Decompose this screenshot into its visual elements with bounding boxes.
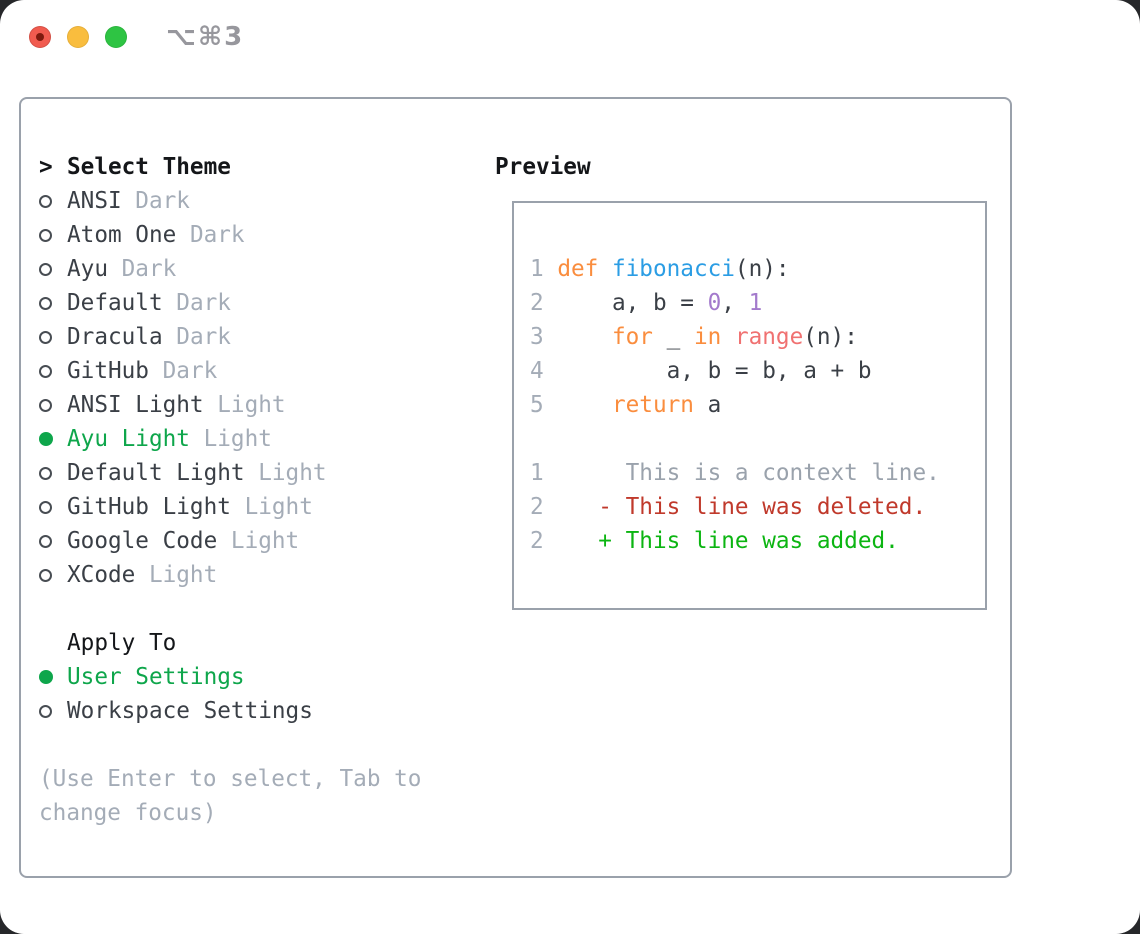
theme-option-label: Atom One (67, 222, 177, 248)
line-number: 5 (530, 392, 558, 418)
radio-icon (39, 262, 67, 276)
line-number: 1 (530, 460, 558, 486)
radio-icon (39, 704, 67, 718)
theme-option[interactable]: Google Code Light (39, 524, 421, 558)
theme-variant-label: Dark (162, 324, 231, 350)
theme-option[interactable]: Ayu Dark (39, 252, 421, 286)
cursor-prompt-icon: > (39, 154, 53, 180)
theme-option[interactable]: Ayu Light Light (39, 422, 421, 456)
hint-line: change focus) (39, 800, 217, 826)
theme-option-label: Ayu (67, 256, 108, 282)
theme-option[interactable]: Default Dark (39, 286, 421, 320)
preview-line: 2 a, b = 0, 1 (530, 290, 763, 316)
theme-variant-label: Light (230, 494, 313, 520)
theme-option-label: Default (67, 290, 163, 316)
theme-option[interactable]: XCode Light (39, 558, 421, 592)
apply-option-label: Workspace Settings (67, 698, 313, 724)
theme-option-label: ANSI Light (67, 392, 204, 418)
preview-box: 1 def fibonacci(n): 2 a, b = 0, 1 3 for _ … (512, 201, 987, 610)
theme-option[interactable]: ANSI Light Light (39, 388, 421, 422)
theme-variant-label: Light (135, 562, 218, 588)
line-number (530, 426, 544, 452)
radio-icon (39, 466, 67, 480)
line-number: 4 (530, 358, 558, 384)
radio-icon (39, 364, 67, 378)
radio-icon (39, 534, 67, 548)
preview-line: 1 This is a context line. (530, 460, 940, 486)
preview-line: 4 a, b = b, a + b (530, 358, 872, 384)
radio-icon (39, 228, 67, 242)
theme-variant-label: Dark (162, 290, 231, 316)
hint-line: (Use Enter to select, Tab to (39, 766, 422, 792)
theme-option-label: GitHub Light (67, 494, 231, 520)
radio-icon (39, 330, 67, 344)
theme-variant-label: Dark (176, 222, 245, 248)
apply-to-label: Apply To (67, 630, 177, 656)
theme-option-label: ANSI (67, 188, 122, 214)
minimize-window-icon[interactable] (67, 26, 89, 48)
window-controls (29, 26, 127, 48)
theme-option-label: Ayu Light (67, 426, 190, 452)
preview-line: 2 - This line was deleted. (530, 494, 927, 520)
preview-line: 5 return a (530, 392, 722, 418)
preview-line (530, 422, 975, 456)
apply-to-heading: Apply To (39, 626, 421, 660)
line-number: 3 (530, 324, 558, 350)
theme-option-label: Dracula (67, 324, 163, 350)
theme-option[interactable]: Atom One Dark (39, 218, 421, 252)
theme-variant-label: Light (203, 392, 286, 418)
radio-icon (39, 500, 67, 514)
radio-selected-icon (39, 432, 67, 446)
theme-variant-label: Dark (107, 256, 177, 282)
radio-selected-icon (39, 670, 67, 684)
theme-option-label: GitHub (67, 358, 149, 384)
line-number: 2 (530, 528, 558, 554)
line-number: 1 (530, 256, 558, 282)
preview-line: 1 def fibonacci(n): (530, 256, 790, 282)
radio-icon (39, 398, 67, 412)
theme-variant-label: Light (217, 528, 300, 554)
theme-option[interactable]: GitHub Dark (39, 354, 421, 388)
theme-option-label: Default Light (67, 460, 245, 486)
theme-option[interactable]: GitHub Light Light (39, 490, 421, 524)
theme-option[interactable]: Default Light Light (39, 456, 421, 490)
theme-variant-label: Dark (148, 358, 218, 384)
theme-variant-label: Light (244, 460, 327, 486)
theme-variant-label: Dark (121, 188, 190, 214)
apply-option[interactable]: User Settings (39, 660, 421, 694)
line-number: 2 (530, 494, 558, 520)
theme-option-label: Google Code (67, 528, 218, 554)
theme-option-label: XCode (67, 562, 136, 588)
radio-icon (39, 194, 67, 208)
line-number: 2 (530, 290, 558, 316)
apply-option[interactable]: Workspace Settings (39, 694, 421, 728)
select-theme-heading: > Select Theme (39, 150, 421, 184)
preview-line: 3 for _ in range(n): (530, 324, 858, 350)
theme-variant-label: Light (189, 426, 272, 452)
close-window-icon[interactable] (29, 26, 51, 48)
zoom-window-icon[interactable] (105, 26, 127, 48)
apply-option-label: User Settings (67, 664, 245, 690)
preview-title: Preview (495, 154, 591, 180)
radio-icon (39, 296, 67, 310)
keyboard-hint: (Use Enter to select, Tab to change focus… (39, 762, 421, 830)
select-theme-title: Select Theme (67, 154, 231, 180)
window-hotkey-label: ⌥⌘3 (166, 22, 245, 52)
preview-line: 2 + This line was added. (530, 528, 899, 554)
theme-option[interactable]: ANSI Dark (39, 184, 421, 218)
theme-option[interactable]: Dracula Dark (39, 320, 421, 354)
radio-icon (39, 568, 67, 582)
